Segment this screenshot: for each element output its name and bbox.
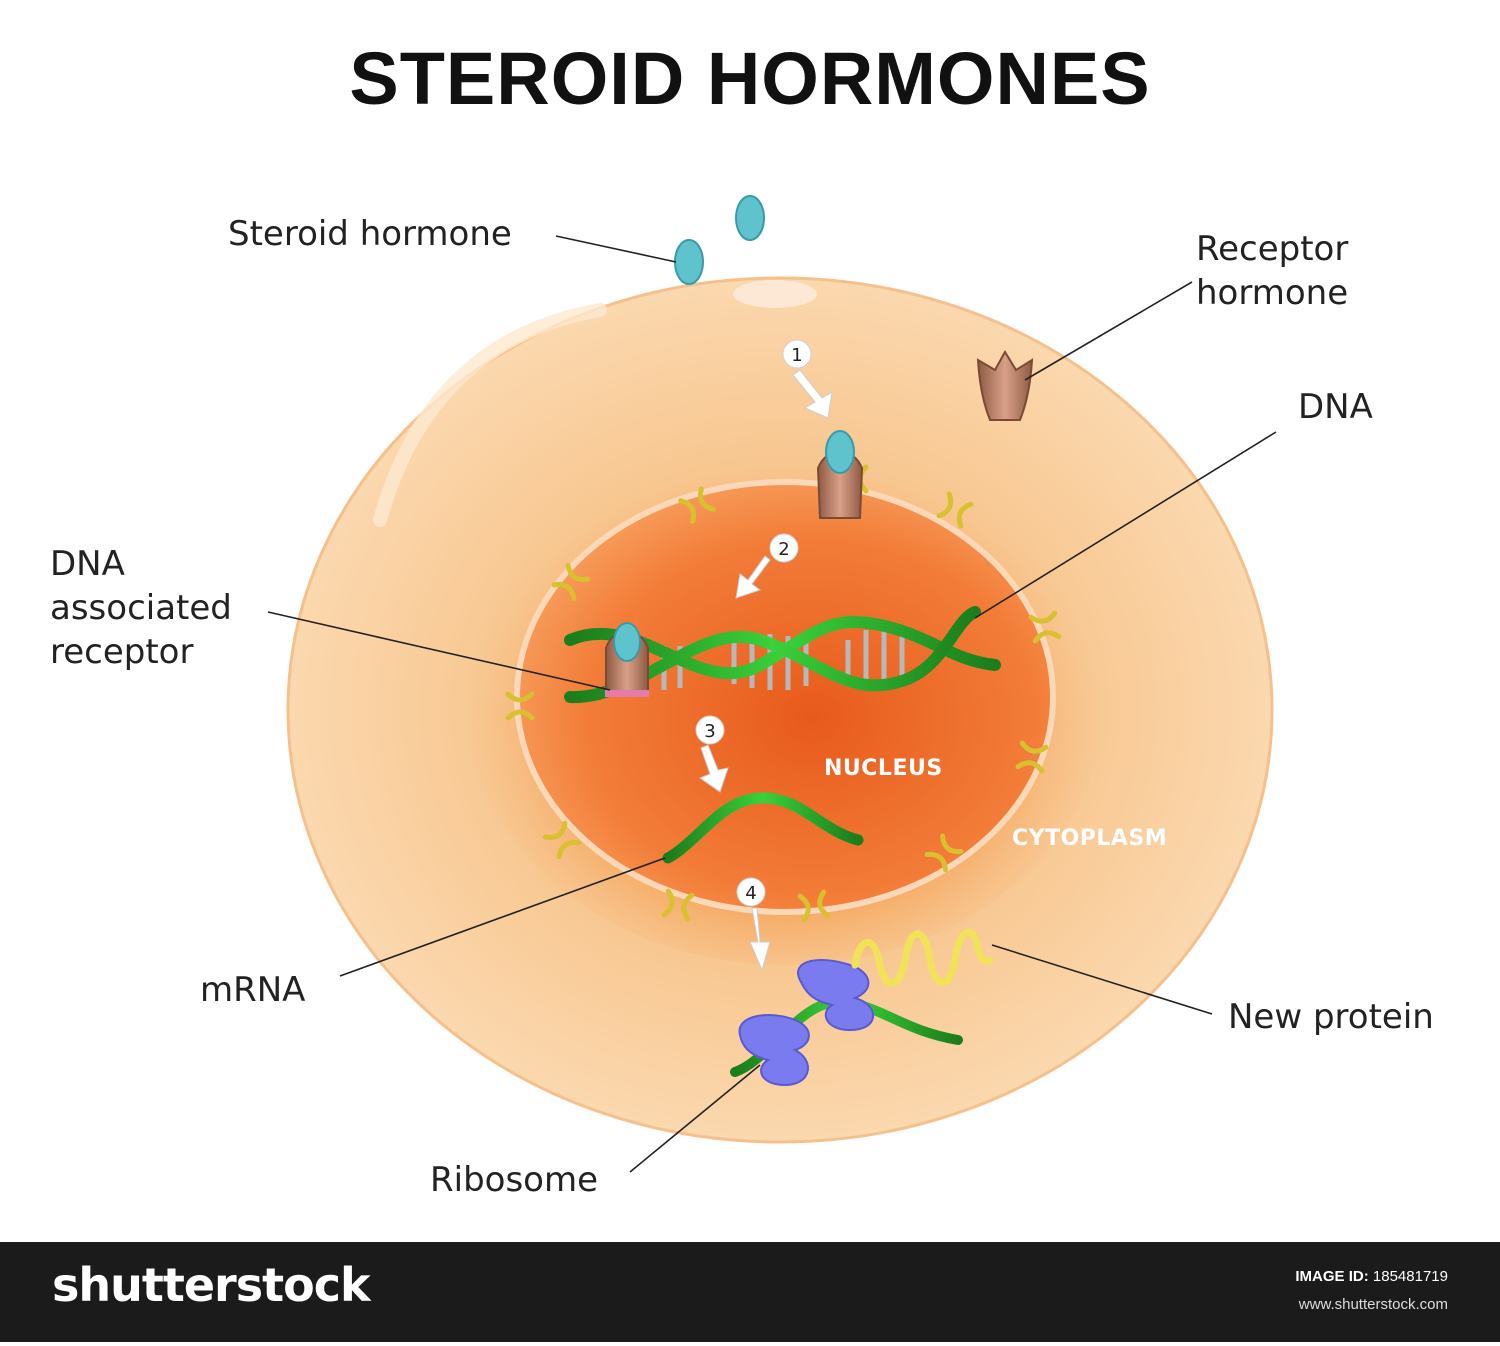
step-3-arrow — [698, 744, 729, 793]
label-nucleus: NUCLEUS — [824, 756, 943, 781]
dna-helix — [564, 606, 1001, 704]
label-cytoplasm: CYTOPLASM — [1012, 826, 1168, 851]
leader-steroid-hormone — [555, 235, 677, 263]
leader-receptor-hormone — [1024, 281, 1193, 381]
diagram-title: STEROID HORMONES — [349, 37, 1151, 120]
nuclear-pore — [936, 491, 974, 529]
label-steroid-hormone: Steroid hormone — [228, 214, 512, 254]
step-2-number: 2 — [778, 539, 789, 560]
label-new-protein: New protein — [1228, 997, 1434, 1037]
label-ribosome: Ribosome — [430, 1160, 599, 1200]
bound-hormone — [825, 430, 855, 474]
step-arrows — [698, 369, 833, 972]
label-dna-receptor-line1: DNA — [50, 544, 125, 584]
step-2-badge — [769, 533, 799, 563]
step-3-badge — [695, 715, 725, 745]
step-4-number: 4 — [745, 883, 756, 904]
nuclear-pore — [924, 833, 964, 873]
dna-receptor-hormone — [613, 622, 641, 662]
nuclear-pore — [661, 888, 695, 922]
nuclear-pore — [1028, 610, 1062, 644]
footer-site: www.shutterstock.com — [1298, 1296, 1448, 1313]
footer-image-id-value: 185481719 — [1372, 1268, 1448, 1285]
nuclear-pore — [505, 691, 535, 721]
footer-brand-logo: shutterstock — [52, 1258, 371, 1312]
label-dna-receptor-line3: receptor — [50, 632, 194, 672]
ribosome-shape — [738, 959, 875, 1087]
leader-new-protein — [991, 944, 1213, 1015]
step-4-badge — [736, 877, 766, 907]
leader-mrna — [339, 857, 666, 977]
new-protein-coil — [851, 928, 994, 987]
leader-dna-receptor — [267, 611, 611, 691]
step-3-number: 3 — [704, 721, 715, 742]
nuclear-pore — [797, 889, 831, 923]
membrane-highlight — [733, 280, 817, 308]
mrna-strand-nucleus — [662, 792, 864, 864]
leader-ribosome — [629, 1064, 761, 1173]
nuclear-pore — [678, 486, 716, 524]
step-1-badge — [782, 339, 812, 369]
label-receptor-hormone-line1: Receptor — [1196, 229, 1349, 269]
label-mrna: mRNA — [200, 970, 306, 1010]
step-1-arrow — [792, 369, 833, 419]
label-dna-receptor-line2: associated — [50, 588, 232, 628]
receptor-hormone-shape — [976, 350, 1034, 421]
cell-highlight — [373, 303, 607, 527]
label-receptor-hormone-line2: hormone — [1196, 273, 1349, 313]
step-1-number: 1 — [791, 345, 802, 366]
nuclear-pore — [1015, 740, 1049, 774]
step-badges — [695, 339, 812, 907]
footer-image-id: IMAGE ID: 185481719 — [1295, 1268, 1448, 1285]
label-dna: DNA — [1298, 387, 1373, 427]
receptor-binding-band — [605, 690, 649, 697]
nuclear-pore — [542, 820, 582, 860]
step-2-arrow — [735, 555, 771, 599]
leader-dna — [974, 431, 1277, 619]
leader-lines — [267, 235, 1277, 1173]
step-4-arrow — [749, 907, 771, 972]
nuclear-pore — [551, 562, 591, 602]
steroid-hormone-molecule — [674, 239, 704, 285]
footer-image-id-label: IMAGE ID: — [1295, 1268, 1369, 1285]
footer-bar: shutterstock IMAGE ID: 185481719 www.shu… — [0, 1242, 1500, 1342]
steroid-hormone-molecule — [735, 195, 765, 241]
